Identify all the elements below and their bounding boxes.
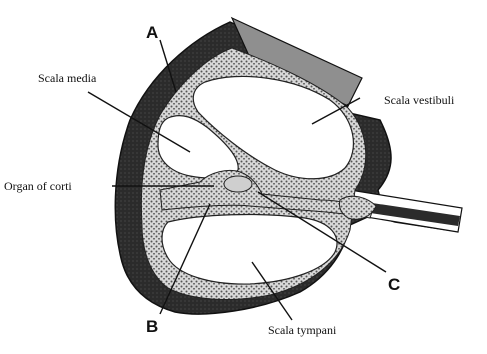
label-scala-tympani: Scala tympani [268, 323, 337, 337]
label-scala-vestibuli: Scala vestibuli [384, 93, 455, 107]
tectorial-membrane [224, 176, 252, 192]
marker-a: A [146, 23, 158, 42]
marker-c: C [388, 275, 400, 294]
label-scala-media: Scala media [38, 71, 97, 85]
label-organ-of-corti: Organ of corti [4, 179, 72, 193]
marker-b: B [146, 317, 158, 336]
